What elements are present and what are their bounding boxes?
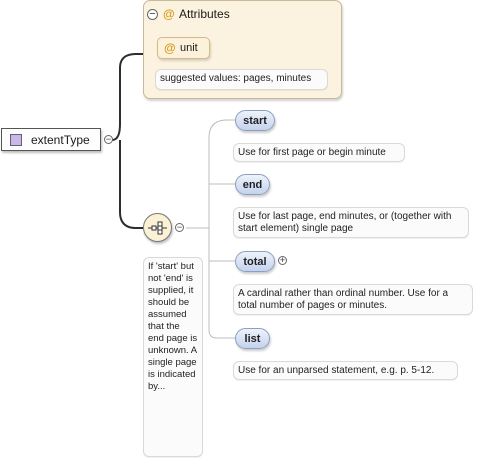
root-element-extenttype[interactable]: extentType xyxy=(1,128,101,151)
element-total[interactable]: total xyxy=(235,251,275,272)
sequence-trunk-line xyxy=(208,138,235,339)
complex-type-icon xyxy=(10,133,22,146)
sequence-compositor[interactable] xyxy=(143,213,172,242)
attributes-title: Attributes xyxy=(179,7,230,21)
sequence-note: If 'start' but not 'end' is supplied, it… xyxy=(143,257,203,457)
attribute-at-icon: @ xyxy=(164,41,176,55)
attribute-unit-label: unit xyxy=(180,42,198,54)
element-list-doc: Use for an unparsed statement, e.g. p. 5… xyxy=(233,361,458,380)
element-start-doc: Use for first page or begin minute xyxy=(233,143,405,162)
attribute-unit[interactable]: @ unit xyxy=(157,37,210,59)
sequence-connector xyxy=(119,140,143,229)
attributes-header: − @ Attributes xyxy=(147,7,230,21)
element-end[interactable]: end xyxy=(235,174,270,195)
element-total-expand-toggle[interactable]: + xyxy=(278,255,287,265)
element-list[interactable]: list xyxy=(235,328,270,349)
element-start[interactable]: start xyxy=(235,110,275,131)
sequence-collapse-toggle[interactable]: − xyxy=(175,222,184,232)
sequence-icon xyxy=(147,221,167,234)
attribute-at-icon: @ xyxy=(163,7,175,21)
attributes-connector xyxy=(111,53,143,141)
attribute-unit-note: suggested values: pages, minutes xyxy=(155,69,328,90)
root-element-label: extentType xyxy=(31,132,90,147)
branch-start xyxy=(208,119,235,139)
root-collapse-toggle[interactable]: − xyxy=(104,134,113,144)
element-total-doc: A cardinal rather than ordinal number. U… xyxy=(233,284,473,315)
attributes-collapse-toggle[interactable]: − xyxy=(147,8,158,20)
element-end-doc: Use for last page, end minutes, or (toge… xyxy=(233,207,469,238)
